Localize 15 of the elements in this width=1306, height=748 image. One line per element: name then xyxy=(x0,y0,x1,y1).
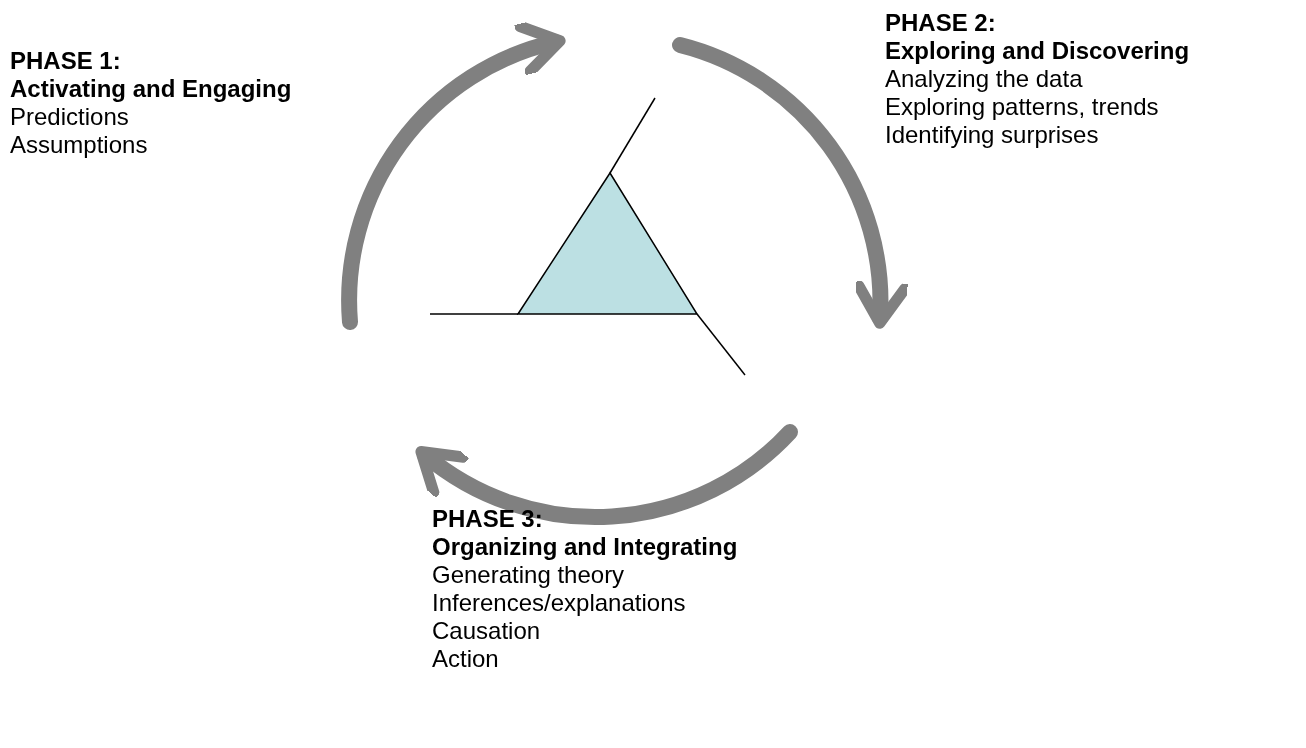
phase-heading: Exploring and Discovering xyxy=(885,37,1190,65)
phase-item: Assumptions xyxy=(10,131,149,159)
phase-item: Inferences/explanations xyxy=(432,589,687,617)
phase-item: Action xyxy=(432,645,500,673)
phase-heading: PHASE 3: xyxy=(432,505,544,533)
phase-heading: Organizing and Integrating xyxy=(432,533,738,561)
phase-heading: PHASE 1: xyxy=(10,47,122,75)
phase-item: Predictions xyxy=(10,103,130,131)
phase-item: Generating theory xyxy=(432,561,626,589)
phase-item: Analyzing the data xyxy=(885,65,1084,93)
phase-heading: PHASE 2: xyxy=(885,9,997,37)
phase-item: Identifying surprises xyxy=(885,121,1100,149)
phase-item: Exploring patterns, trends xyxy=(885,93,1160,121)
phase-item: Causation xyxy=(432,617,542,645)
phase-heading: Activating and Engaging xyxy=(10,75,292,103)
